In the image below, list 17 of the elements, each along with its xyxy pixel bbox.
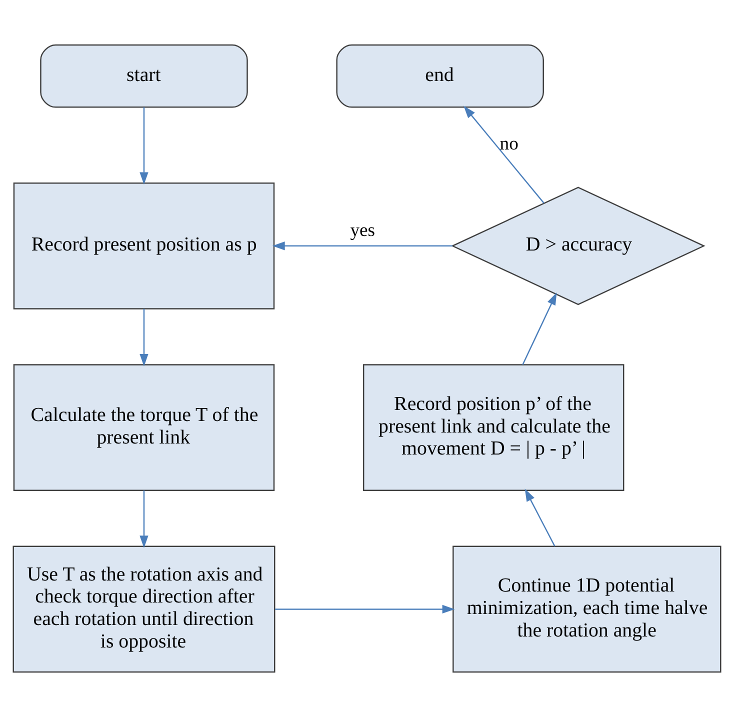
arrow [464, 106, 544, 204]
node-box: Use T as the rotation axis and check torque direction after each rotation until direction is opposite [12, 546, 276, 673]
arrow [275, 604, 455, 614]
arrow [272, 242, 452, 250]
node-box: start [40, 44, 248, 108]
node-box: Calculate the torque T of the present link [13, 364, 275, 491]
node-box: end [336, 44, 544, 108]
arrow [140, 490, 148, 548]
node-box: Record position p’ of the present link and calculate the movement D = | p - p’ | [362, 364, 624, 491]
arrow [524, 488, 556, 546]
node-box: Continue 1D potential minimization, each time halve the rotation angle [452, 546, 722, 673]
arrow [140, 107, 148, 185]
node-box: Record present position as p [13, 182, 275, 310]
edge-label: no [500, 133, 518, 154]
arrow [522, 292, 557, 365]
edge-label: yes [350, 220, 376, 241]
arrow [140, 308, 148, 366]
